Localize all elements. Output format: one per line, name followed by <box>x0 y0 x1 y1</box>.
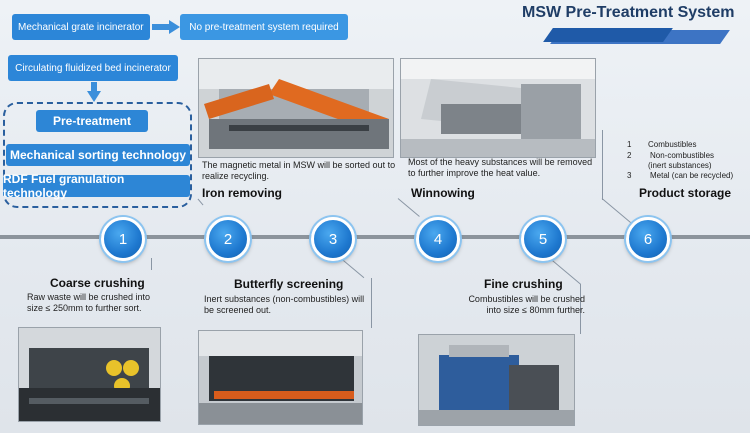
step-4-desc: Most of the heavy substances will be rem… <box>408 157 593 178</box>
grate-incinerator-box: Mechanical grate incinerator <box>12 14 150 40</box>
header-ribbon <box>543 28 673 42</box>
winnowing-photo <box>400 58 596 158</box>
connector-line <box>340 258 365 279</box>
arrow-down-icon <box>87 82 101 102</box>
connector-line <box>397 198 420 217</box>
step-5-desc: Combustibles will be crushed into size ≤… <box>468 294 585 315</box>
product-list-item-2b: (inert substances) <box>648 161 712 170</box>
no-pretreatment-box: No pre-treatment system required <box>180 14 348 40</box>
arrow-right-icon <box>152 20 180 34</box>
step-1-circle[interactable]: 1 <box>101 217 145 261</box>
connector-line <box>371 278 372 328</box>
product-list-item-1: Combustibles <box>648 140 697 149</box>
step-2-circle[interactable]: 2 <box>206 217 250 261</box>
connector-line <box>601 198 633 225</box>
step-3-heading: Butterfly screening <box>234 277 344 291</box>
step-1-desc: Raw waste will be crushed into size ≤ 25… <box>27 292 151 313</box>
step-4-heading: Winnowing <box>411 186 475 200</box>
step-2-heading: Iron removing <box>202 186 283 200</box>
butterfly-screening-photo <box>198 330 363 425</box>
connector-line <box>151 258 152 270</box>
product-list-num-1: 1 <box>627 140 632 149</box>
step-3-desc: Inert substances (non-combustibles) will… <box>204 294 365 315</box>
step-6-circle[interactable]: 6 <box>626 217 670 261</box>
product-list-item-2: Non-combustibles <box>650 151 715 160</box>
step-4-circle[interactable]: 4 <box>416 217 460 261</box>
fluidized-incinerator-box: Circulating fluidized bed incinerator <box>8 55 178 81</box>
page-title: MSW Pre-Treatment System <box>522 4 735 21</box>
product-list-item-3: Metal (can be recycled) <box>650 171 734 180</box>
iron-removing-photo <box>198 58 394 158</box>
coarse-crushing-photo <box>18 327 161 422</box>
mechanical-sorting-item: Mechanical sorting technology <box>6 144 190 166</box>
product-list-num-2: 2 <box>627 151 632 160</box>
step-6-heading: Product storage <box>639 186 732 200</box>
fine-crushing-photo <box>418 334 575 426</box>
step-5-heading: Fine crushing <box>484 277 563 291</box>
pretreatment-group <box>3 102 192 208</box>
connector-line <box>580 284 581 334</box>
step-3-circle[interactable]: 3 <box>311 217 355 261</box>
step-5-circle[interactable]: 5 <box>521 217 565 261</box>
product-list-num-3: 3 <box>627 171 632 180</box>
step-2-desc: The magnetic metal in MSW will be sorted… <box>202 160 396 181</box>
pretreatment-title: Pre-treatment <box>36 110 148 132</box>
step-1-heading: Coarse crushing <box>50 276 145 290</box>
rdf-granulation-item: RDF Fuel granulation technology <box>3 172 190 200</box>
process-timeline <box>0 235 750 239</box>
connector-line <box>602 130 603 200</box>
